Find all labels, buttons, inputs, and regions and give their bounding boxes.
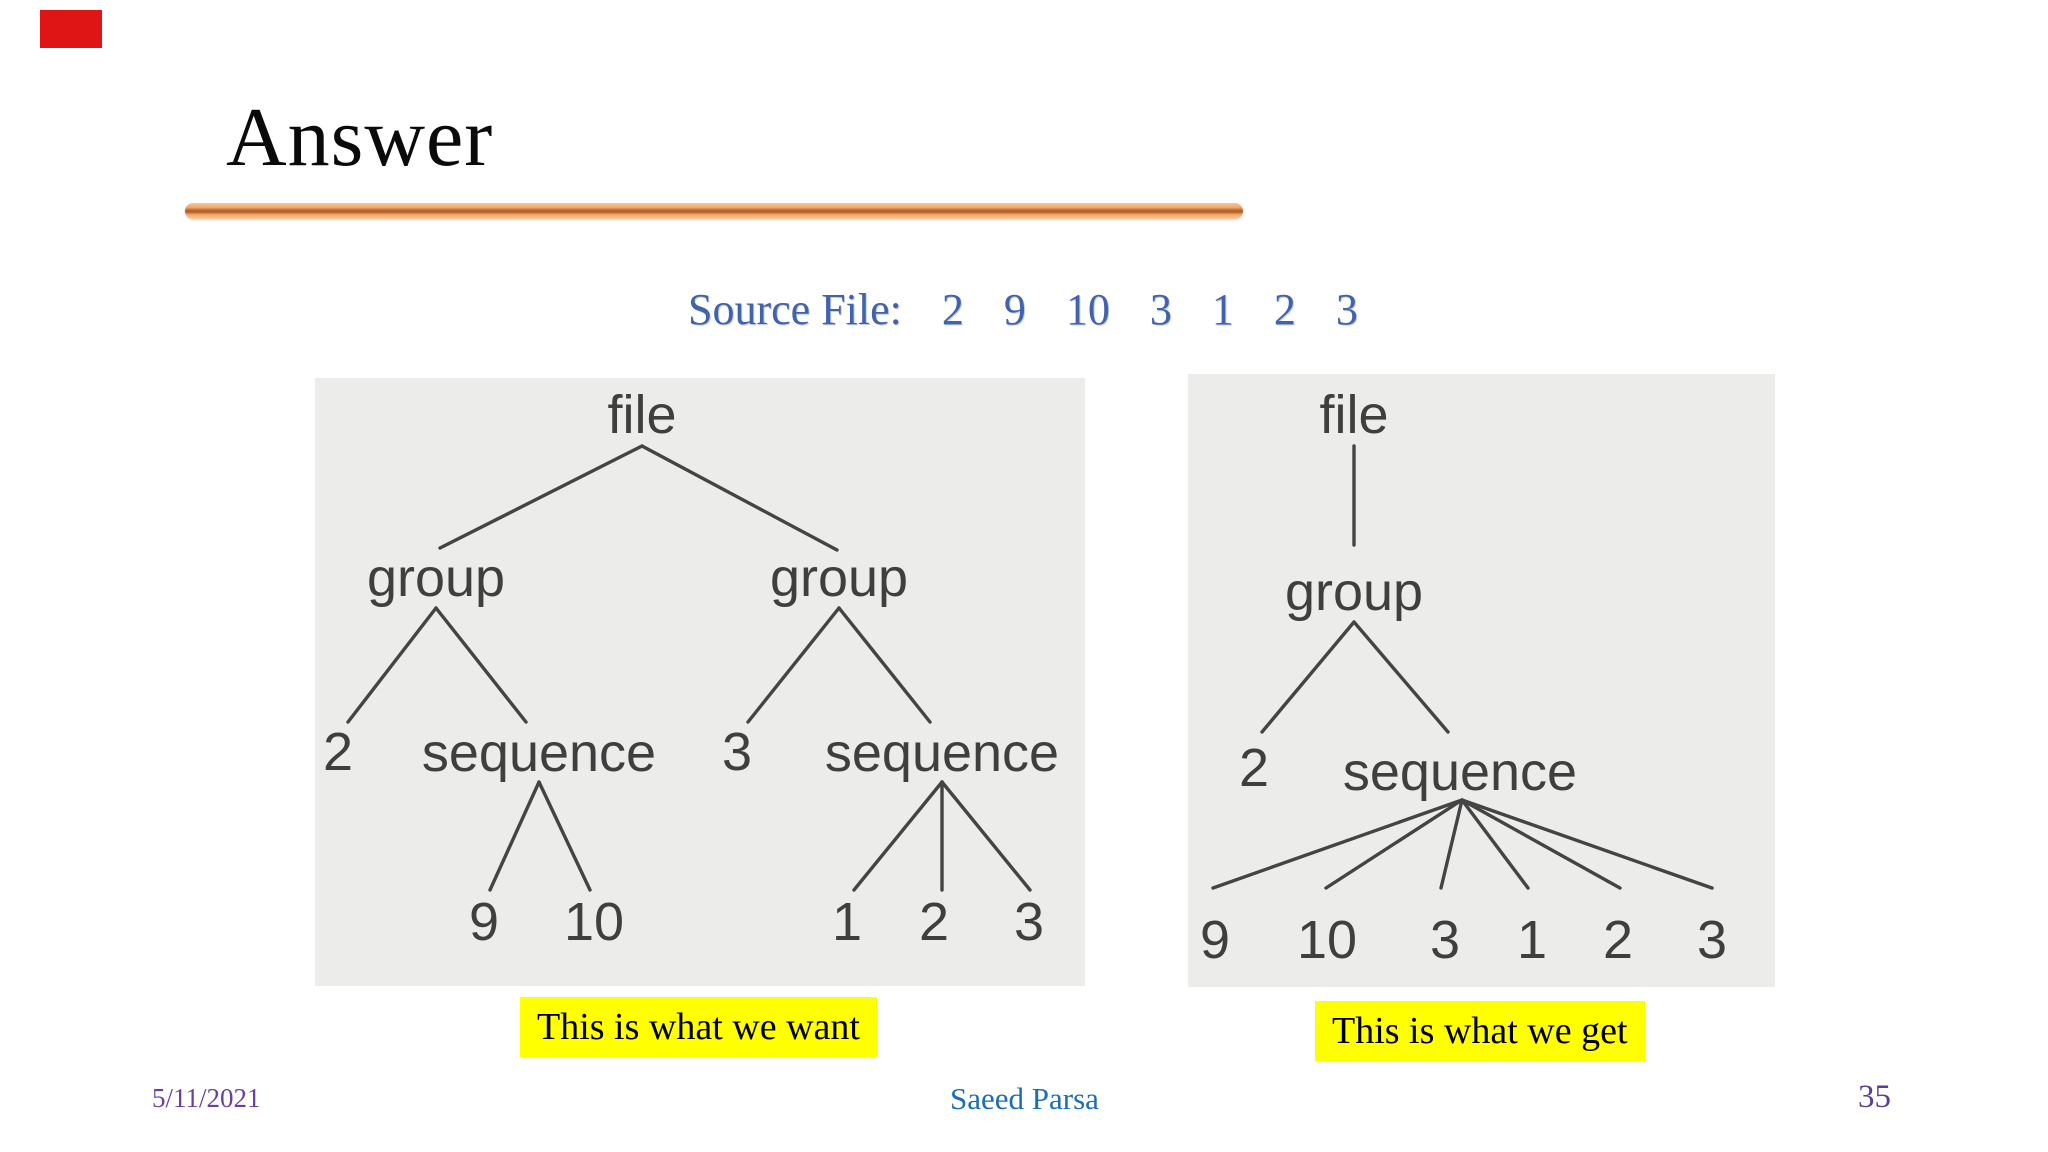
- tree-node-3: 3: [1696, 910, 1728, 970]
- tree-node-group: group: [1284, 562, 1424, 622]
- tree-node-1: 1: [1516, 910, 1548, 970]
- left-tree-panel: [315, 378, 1085, 986]
- footer-page-number: 35: [1858, 1079, 1891, 1115]
- footer-author: Saeed Parsa: [950, 1081, 1099, 1116]
- tree-node-group: group: [769, 548, 909, 608]
- corner-marker-rect: [40, 10, 102, 48]
- tree-node-2: 2: [322, 722, 354, 782]
- right-tree-panel: [1188, 374, 1775, 987]
- tree-node-group: group: [366, 548, 506, 608]
- tree-node-2: 2: [1602, 910, 1634, 970]
- tree-node-9: 9: [1199, 910, 1231, 970]
- tree-node-9: 9: [468, 892, 500, 952]
- tree-node-sequence: sequence: [421, 723, 657, 783]
- tree-node-10: 10: [1296, 910, 1358, 970]
- source-file-label: Source File:: [688, 285, 902, 334]
- tree-node-2: 2: [1238, 738, 1270, 798]
- tree-node-sequence: sequence: [1342, 742, 1578, 802]
- caption-want: This is what we want: [520, 997, 877, 1057]
- tree-node-file: file: [1319, 385, 1389, 445]
- source-file-token: 3: [1335, 285, 1358, 334]
- source-file-token: 3: [1149, 285, 1172, 334]
- tree-node-1: 1: [831, 892, 863, 952]
- source-file-token: 9: [1003, 285, 1026, 334]
- source-file-token: 10: [1065, 285, 1110, 334]
- tree-node-sequence: sequence: [824, 723, 1060, 783]
- title-underline-rule: [185, 203, 1243, 219]
- source-file-token: 2: [941, 285, 964, 334]
- tree-node-10: 10: [563, 892, 625, 952]
- caption-get: This is what we get: [1315, 1001, 1645, 1061]
- tree-node-file: file: [607, 385, 677, 445]
- source-file-token: 1: [1211, 285, 1234, 334]
- tree-node-3: 3: [1013, 892, 1045, 952]
- tree-node-2: 2: [918, 892, 950, 952]
- tree-node-3: 3: [721, 722, 753, 782]
- footer-date: 5/11/2021: [152, 1083, 261, 1113]
- page-title: Answer: [226, 91, 494, 184]
- source-file-token: 2: [1273, 285, 1296, 334]
- tree-node-3: 3: [1429, 910, 1461, 970]
